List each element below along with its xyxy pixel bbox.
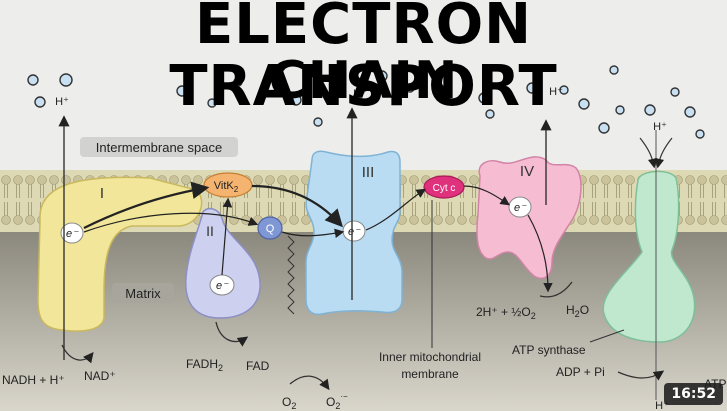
electron-path-i-to-vitk [83, 181, 210, 229]
oxygen-reduction-arrow [289, 375, 330, 391]
inner-membrane-label-1: Inner mitochondrial [379, 350, 481, 364]
title-line-1: ELECTRON TRANSPORT [169, 0, 558, 119]
matrix-label: Matrix [125, 286, 161, 301]
atp-synthase-label: ATP synthase [512, 343, 586, 357]
electron-label-iv: e⁻ [514, 202, 527, 214]
matrix-label-box [112, 283, 174, 303]
fadh2-oxidation-arrow [215, 321, 249, 347]
proton-cloud [27, 65, 705, 139]
oxygen-label: O2 [282, 395, 296, 411]
atp-synthase [602, 170, 696, 343]
electron-path-q-to-iii [281, 228, 345, 239]
electron-label-ii: e⁻ [216, 280, 229, 292]
electron-path-cytc-to-iv [463, 185, 510, 206]
proton-label-iv: H⁺ [549, 86, 563, 98]
superoxide-label: O2·− [326, 392, 348, 411]
complex-ii-label: II [206, 223, 214, 239]
nad-label: NAD⁺ [84, 369, 116, 383]
cytc-carrier [423, 175, 465, 199]
proton-inflow-atp [639, 137, 658, 169]
water-equation-label: 2H⁺ + ½O2 [476, 305, 536, 321]
intermembrane-label-box [80, 137, 238, 157]
proton-label-i: H⁺ [55, 96, 69, 108]
title-line-2: CHAIN [268, 51, 459, 111]
electron-label-iii: e⁻ [348, 226, 361, 238]
electron-path-i-to-q [83, 212, 259, 233]
nadh-label: NADH + H⁺ [2, 373, 65, 387]
proton-inflow-atp-2 [654, 137, 673, 169]
complex-iv-label: IV [520, 163, 534, 180]
cytc-label: Cyt c [433, 183, 456, 194]
q-label: Q [266, 223, 275, 235]
electron-complex-i [60, 222, 84, 244]
proton-label-atp: H⁺ [653, 121, 667, 133]
electron-complex-iv [508, 196, 532, 218]
water-formation-arrow [539, 281, 573, 298]
fad-label: FAD [246, 359, 270, 373]
superoxide-leak-path [287, 235, 295, 315]
proton-label-matrix: H⁺ [655, 400, 669, 411]
atp-synthase-pointer [589, 329, 625, 343]
q-carrier [257, 216, 283, 240]
complex-iii-label: III [362, 164, 375, 181]
fadh2-label: FADH2 [186, 357, 223, 373]
electron-path-iv-to-water [527, 214, 553, 293]
atp-formation-arrow [617, 370, 665, 381]
inner-membrane-label-2: membrane [401, 367, 459, 381]
electron-path-ii-to-vitk [221, 197, 233, 276]
vitk2-label: VitK2 [214, 180, 239, 194]
nadh-oxidation-arrow [61, 344, 94, 364]
water-label: H2O [566, 303, 589, 319]
complex-i [37, 176, 203, 332]
electron-path-vitk-to-iii [251, 184, 343, 228]
adp-label: ADP + Pi [556, 365, 605, 379]
electron-label-i: e⁻ [66, 228, 79, 240]
electron-path-iii-to-cytc [365, 188, 427, 231]
video-duration-badge: 16:52 [664, 383, 723, 405]
intermembrane-label: Intermembrane space [96, 140, 222, 155]
proton-label-iii: H⁺ [353, 88, 367, 100]
complex-i-label: I [100, 185, 104, 202]
